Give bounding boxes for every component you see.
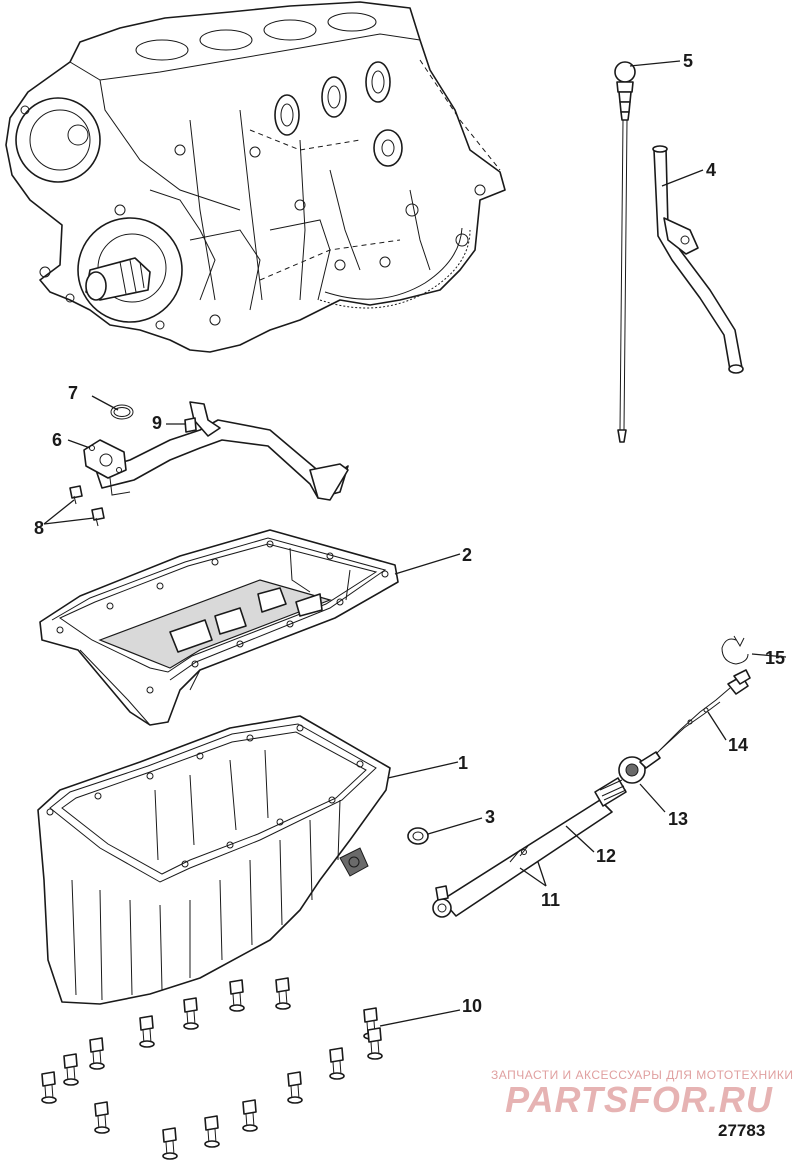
callout-2: 2 <box>462 545 472 565</box>
callout-8: 8 <box>34 518 44 538</box>
callout-4: 4 <box>706 160 716 180</box>
oil-pan-bolts <box>41 977 383 1160</box>
bolt <box>242 1099 258 1132</box>
figure-number: 27783 <box>718 1121 766 1140</box>
pickup-bracket-bolt <box>184 417 197 433</box>
bolt <box>63 1053 79 1086</box>
callout-14: 14 <box>728 735 748 755</box>
callout-10: 10 <box>462 996 482 1016</box>
callout-11: 11 <box>541 890 560 910</box>
bolt <box>139 1015 155 1048</box>
bolt <box>287 1071 303 1104</box>
callout-6: 6 <box>52 430 62 450</box>
drain-plug-washer <box>407 827 429 845</box>
callout-numbers: 1 2 3 4 5 6 7 8 9 10 11 12 13 14 15 <box>34 51 785 1016</box>
dipstick <box>614 61 636 443</box>
watermark-logo: PARTSFOR.RU <box>505 1079 773 1120</box>
bolt <box>229 979 245 1012</box>
oil-pickup-tube <box>83 401 349 501</box>
watermark-caption: ЗАПЧАСТИ И АКСЕССУАРЫ ДЛЯ МОТОТЕХНИКИ <box>491 1068 794 1082</box>
engine-block <box>5 1 506 353</box>
callout-3: 3 <box>485 807 495 827</box>
callout-13: 13 <box>668 809 688 829</box>
bolt <box>94 1101 110 1134</box>
sensor-wire-harness <box>655 669 751 755</box>
callout-5: 5 <box>683 51 693 71</box>
bolt <box>89 1037 105 1070</box>
callout-1: 1 <box>458 753 468 773</box>
bolt <box>275 977 291 1010</box>
callout-15: 15 <box>765 648 785 668</box>
oil-level-sensor <box>618 751 661 784</box>
bolt <box>329 1047 345 1080</box>
upper-oil-pan <box>39 529 399 726</box>
watermark-logo-text: PARTSFOR.RU <box>505 1079 773 1120</box>
callout-12: 12 <box>596 846 616 866</box>
bolt <box>183 997 199 1030</box>
pickup-tube-bolts <box>69 485 105 527</box>
callout-7: 7 <box>68 383 78 403</box>
bolt <box>367 1027 383 1060</box>
bolt <box>41 1071 57 1104</box>
dipstick-tube <box>652 145 744 374</box>
bolt <box>162 1127 178 1160</box>
callout-9: 9 <box>152 413 162 433</box>
lower-oil-pan <box>37 715 391 1005</box>
bolt <box>204 1115 220 1148</box>
retaining-clip <box>721 635 749 665</box>
o-ring-seal <box>110 404 134 420</box>
leader-lines <box>43 60 787 1027</box>
